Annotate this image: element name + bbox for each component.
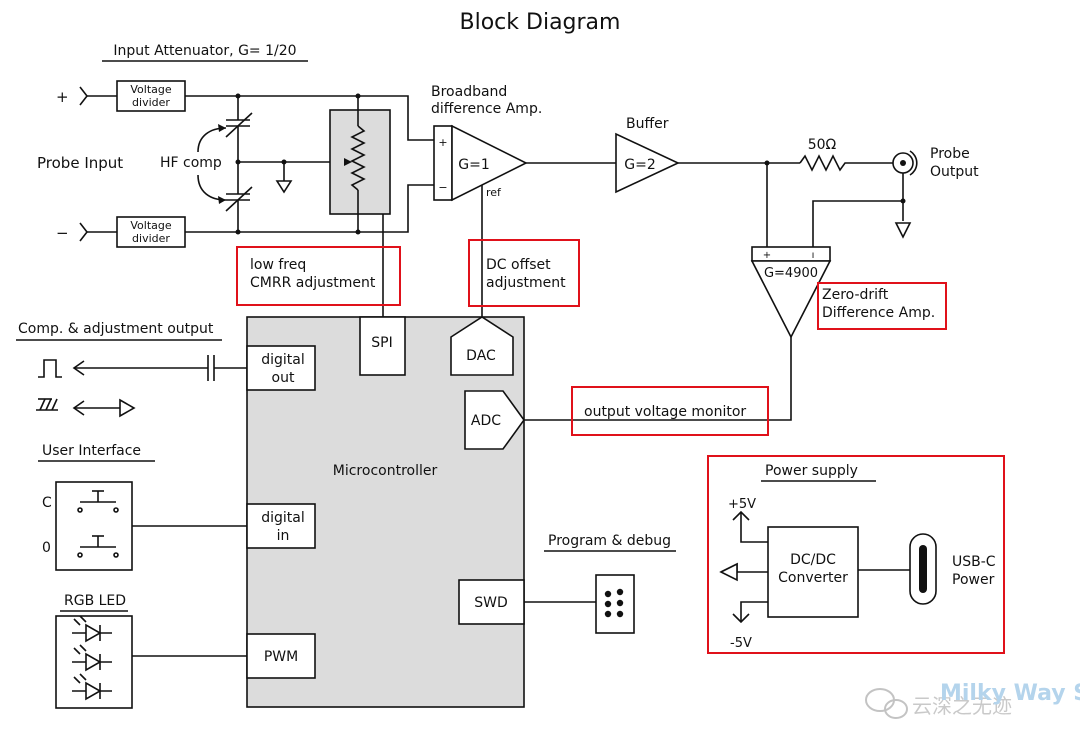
ground-adjust-icon (36, 398, 58, 411)
power-supply-label: Power supply (765, 463, 858, 479)
probe-output-connector (892, 150, 918, 176)
output-voltage-monitor-highlight (571, 386, 769, 436)
adc-port: ADC (464, 390, 525, 450)
minus5v-label: -5V (730, 636, 752, 651)
pwm-port: PWM (246, 633, 316, 679)
usb-c-connector-icon (909, 533, 937, 605)
svg-text:divider: divider (132, 96, 170, 109)
spi-port: SPI (359, 316, 406, 376)
svg-text:digital: digital (261, 510, 305, 526)
button-0-label: 0 (42, 540, 51, 556)
usbc-label-1: USB-C (952, 554, 996, 570)
low-freq-label-1: low freq (250, 257, 306, 273)
svg-text:DC/DC: DC/DC (790, 552, 836, 568)
low-freq-label-2: CMRR adjustment (250, 275, 376, 291)
led-icon-green (72, 644, 112, 672)
svg-text:G=2: G=2 (624, 157, 656, 173)
usbc-label-2: Power (952, 572, 995, 588)
digital-in-port: digital in (246, 503, 316, 549)
debug-connector-icon (595, 574, 635, 634)
svg-text:SWD: SWD (474, 595, 508, 611)
zero-drift-label-2: Difference Amp. (822, 305, 935, 321)
cmrr-potentiometer (329, 93, 391, 235)
svg-text:out: out (272, 370, 295, 386)
led-icon-blue (72, 673, 112, 701)
svg-text:DAC: DAC (466, 348, 496, 364)
pushbutton-0-icon (77, 535, 119, 558)
buffer-label: Buffer (626, 116, 669, 132)
broadband-label-2: difference Amp. (431, 101, 542, 117)
low-freq-highlight (236, 246, 401, 306)
svg-text:Milky Way Systems: Milky Way Systems (940, 681, 1080, 706)
probe-input-label: Probe Input (37, 154, 123, 172)
wechat-icon (865, 688, 908, 719)
voltage-divider-bottom: Voltage divider (116, 216, 186, 248)
user-interface-label: User Interface (42, 443, 141, 459)
bidirectional-arrow-icon (72, 398, 136, 418)
pushbutton-c-icon (77, 490, 119, 513)
broadband-diff-amp: + − G=1 ref (433, 124, 528, 202)
microcontroller-label: Microcontroller (333, 463, 438, 479)
output-voltage-monitor-label: output voltage monitor (584, 404, 746, 420)
svg-text:Voltage: Voltage (130, 83, 171, 96)
zero-drift-highlight (817, 282, 947, 330)
square-wave-icon (38, 359, 62, 378)
voltage-divider-top: Voltage divider (116, 80, 186, 112)
zero-drift-amp: + ı G=4900 (750, 246, 832, 339)
dc-offset-label-1: DC offset (486, 257, 551, 273)
broadband-label-1: Broadband (431, 84, 507, 100)
buffer-amp: G=2 (615, 132, 680, 194)
svg-text:ADC: ADC (471, 413, 501, 429)
svg-text:ref: ref (486, 186, 502, 199)
zero-drift-label-1: Zero-drift (822, 287, 889, 303)
svg-text:G=1: G=1 (458, 157, 490, 173)
svg-text:PWM: PWM (264, 649, 298, 665)
svg-text:+: + (763, 250, 771, 261)
svg-text:divider: divider (132, 232, 170, 245)
plus5v-arrow-icon (732, 510, 768, 543)
svg-text:ı: ı (812, 250, 815, 261)
dc-offset-label-2: adjustment (486, 275, 566, 291)
svg-text:in: in (277, 528, 290, 544)
svg-text:G=4900: G=4900 (764, 266, 818, 281)
svg-text:+: + (438, 136, 447, 149)
digital-out-port: digital out (246, 345, 316, 391)
minus-input-terminal: − (56, 222, 117, 242)
button-c-label: C (42, 495, 52, 511)
svg-text:digital: digital (261, 352, 305, 368)
svg-text:SPI: SPI (371, 335, 392, 351)
rgb-led-label: RGB LED (64, 593, 126, 609)
plus5v-label: +5V (728, 497, 756, 512)
svg-text:Converter: Converter (778, 570, 848, 586)
hf-comp-label: HF comp (160, 155, 222, 171)
diagram-title: Block Diagram (460, 10, 621, 35)
plus-input-terminal: + (56, 86, 117, 106)
led-icon-red (72, 615, 112, 643)
svg-text:云深之无迹: 云深之无迹 (912, 694, 1012, 718)
svg-text:−: − (438, 181, 447, 194)
user-buttons-panel (55, 481, 133, 571)
dcdc-converter-block: DC/DC Converter (767, 526, 859, 618)
probe-output-label-2: Output (930, 164, 979, 180)
watermark: 云深之无迹 Milky Way Systems (865, 681, 1080, 719)
svg-text:−: − (56, 224, 69, 242)
svg-text:+: + (56, 88, 69, 106)
program-debug-label: Program & debug (548, 533, 671, 549)
minus5v-arrow-icon (732, 601, 768, 624)
probe-output-label-1: Probe (930, 146, 970, 162)
svg-text:Voltage: Voltage (130, 219, 171, 232)
ground-arrow-icon (719, 562, 768, 582)
input-attenuator-label: Input Attenuator, G= 1/20 (113, 43, 296, 59)
comp-output-label: Comp. & adjustment output (18, 321, 214, 337)
dac-port: DAC (450, 316, 514, 376)
resistor-50-label: 50Ω (808, 137, 837, 153)
power-supply-highlight (707, 455, 1005, 654)
swd-port: SWD (458, 579, 525, 625)
dc-offset-highlight (468, 239, 580, 307)
